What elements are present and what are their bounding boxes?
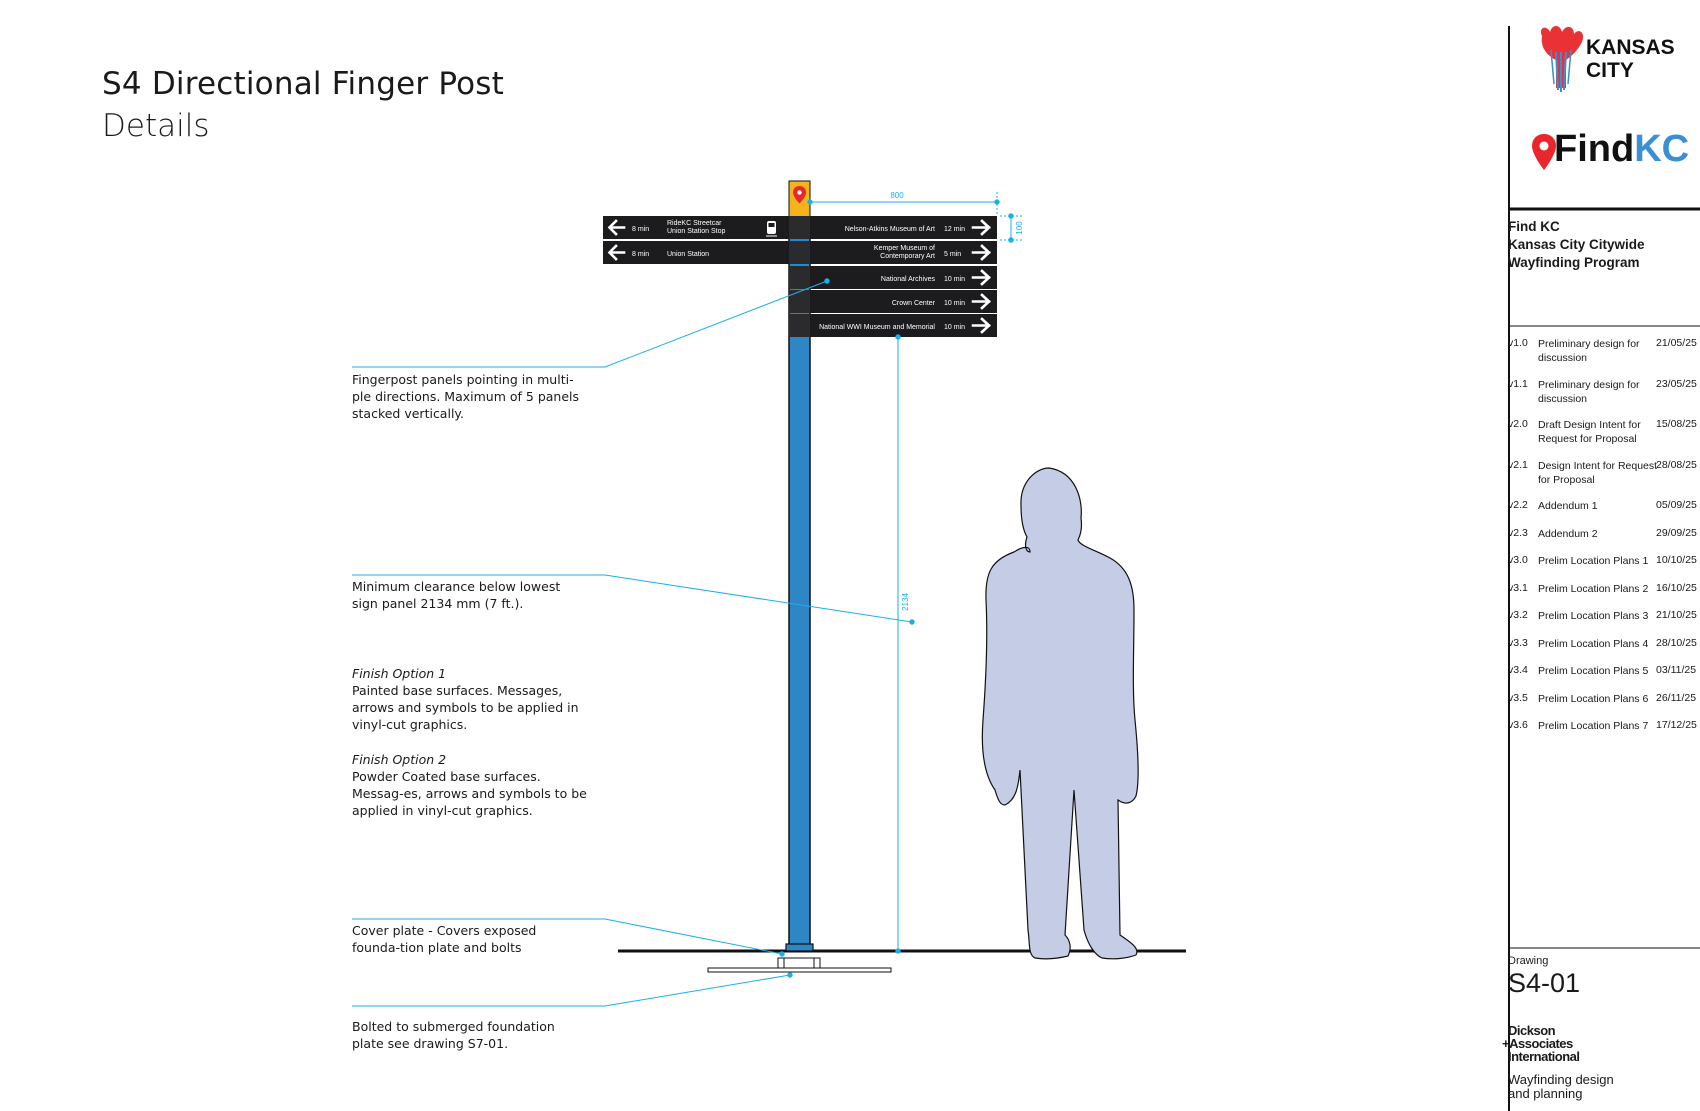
- pin-icon: [793, 186, 806, 204]
- right-panel-2: Kemper Museum of Contemporary Art 5 min: [789, 241, 997, 264]
- right-panel-2-name: Kemper Museum of: [874, 245, 935, 252]
- findkc-pin-icon: [1532, 134, 1556, 170]
- left-panel-2-time: 8 min: [632, 251, 649, 258]
- right-panel-2-time: 5 min: [944, 251, 961, 258]
- page-subtitle: Details: [102, 108, 210, 144]
- brand-kc: KC: [1634, 128, 1690, 170]
- project-line-2: Kansas City Citywide: [1508, 237, 1645, 252]
- brand-line-1: KANSAS: [1586, 36, 1675, 59]
- firm-tagline-1: Wayfinding design: [1508, 1072, 1614, 1087]
- dimension-panel-height: [1000, 213, 1024, 243]
- note-finish-2-text: Powder Coated base surfaces. Messag-es, …: [352, 769, 587, 818]
- kansas-city-logo-icon: [1540, 26, 1584, 92]
- dimension-clearance: [895, 334, 901, 954]
- note-panels: Fingerpost panels pointing in multi-ple …: [352, 372, 580, 421]
- right-arrow-icon: [971, 269, 991, 286]
- right-arrow-icon: [971, 219, 991, 236]
- note-bolted: Bolted to submerged foundation plate see…: [352, 1019, 555, 1051]
- leader-lines: [352, 278, 915, 1007]
- note-cover-plate: Cover plate - Covers exposed founda-tion…: [352, 923, 537, 955]
- drawing-number: S4-01: [1508, 968, 1581, 998]
- brand-find: Find: [1554, 128, 1635, 170]
- right-panel-2-name-2: Contemporary Art: [880, 253, 935, 260]
- dimension-panel-height-label: 100: [1015, 221, 1024, 235]
- firm-line-3: International: [1508, 1049, 1580, 1064]
- firm-line-2: +Associates: [1502, 1036, 1573, 1051]
- note-finish-1: Finish Option 1 Painted base surfaces. M…: [352, 665, 587, 733]
- right-panel-5: National WWI Museum and Memorial 10 min: [789, 314, 997, 337]
- right-panel-3: National Archives 10 min: [789, 266, 997, 289]
- dimension-width: [807, 192, 1000, 216]
- dimension-clearance-label: 2134: [901, 593, 910, 611]
- right-panel-5-time: 10 min: [944, 324, 965, 331]
- firm-line-1: Dickson: [1508, 1023, 1556, 1038]
- right-panel-3-time: 10 min: [944, 276, 965, 283]
- note-finish-2-title: Finish Option 2: [352, 752, 447, 767]
- firm-name: Dickson +Associates International: [1502, 1023, 1580, 1064]
- right-panel-3-name: National Archives: [881, 276, 936, 283]
- firm-tagline-2: and planning: [1508, 1086, 1583, 1101]
- drawing-label: Drawing: [1508, 955, 1549, 967]
- note-clearance: Minimum clearance below lowest sign pane…: [352, 579, 561, 611]
- right-panel-5-name: National WWI Museum and Memorial: [819, 324, 935, 331]
- brand-findkc: FindKC: [1554, 128, 1689, 171]
- left-panel-1-name-2: Union Station Stop: [667, 228, 725, 235]
- left-panel-2-name: Union Station: [667, 251, 709, 258]
- human-figure: [981, 467, 1139, 960]
- left-panel-1-time: 8 min: [632, 226, 649, 233]
- right-panel-4-name: Crown Center: [892, 300, 936, 307]
- note-finish-1-text: Painted base surfaces. Messages, arrows …: [352, 683, 579, 732]
- right-panel-1-name: Nelson-Atkins Museum of Art: [845, 226, 935, 233]
- left-panel-2: 8 min Union Station: [603, 241, 789, 264]
- left-arrow-icon: [607, 219, 626, 236]
- project-line-1: Find KC: [1508, 219, 1560, 234]
- page-title: S4 Directional Finger Post: [102, 66, 505, 102]
- right-panel-1: Nelson-Atkins Museum of Art 12 min: [789, 216, 997, 239]
- note-finish-1-title: Finish Option 1: [352, 666, 447, 681]
- right-panel-1-time: 12 min: [944, 226, 965, 233]
- project-title: Find KC Kansas City Citywide Wayfinding …: [1508, 218, 1645, 272]
- foundation-bolts: [777, 957, 821, 969]
- streetcar-icon: [766, 221, 777, 237]
- left-panel-1-name: RideKC Streetcar: [667, 220, 722, 227]
- right-panel-4: Crown Center 10 min: [789, 290, 997, 313]
- right-arrow-icon: [971, 293, 991, 310]
- brand-line-2: CITY: [1586, 59, 1634, 82]
- note-finish-2: Finish Option 2 Powder Coated base surfa…: [352, 751, 587, 819]
- firm-tagline: Wayfinding design and planning: [1508, 1073, 1614, 1101]
- right-arrow-icon: [971, 317, 991, 334]
- foundation-plate: [707, 967, 892, 973]
- left-arrow-icon: [607, 244, 626, 261]
- cover-plate: [785, 943, 814, 952]
- project-line-3: Wayfinding Program: [1508, 255, 1640, 270]
- right-arrow-icon: [971, 244, 991, 261]
- brand-kansas-city: KANSAS CITY: [1586, 36, 1675, 82]
- right-panel-4-time: 10 min: [944, 300, 965, 307]
- left-panel-1: 8 min RideKC Streetcar Union Station Sto…: [603, 216, 789, 239]
- dimension-width-label: 800: [890, 191, 904, 200]
